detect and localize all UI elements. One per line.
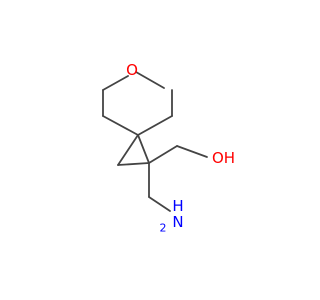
structure-canvas: O OH H N 2 — [102, 61, 236, 235]
bond-ch2-nh2 — [148, 196, 171, 212]
bond-ring-o-left — [102, 75, 129, 91]
bond-cyclopropane-spiro-c1 — [137, 134, 150, 164]
bond-ring-o-right — [135, 71, 165, 89]
molecule-diagram: O OH H N 2 — [102, 61, 235, 235]
amine-h-label: H — [172, 197, 183, 215]
amine-n-label: N — [172, 213, 183, 231]
hydroxyl-label: OH — [212, 149, 235, 167]
amine-h2-subscript: 2 — [160, 222, 167, 235]
bond-cyclopropane-c1-ch2 — [117, 162, 150, 166]
bond-ring-right-lower — [137, 115, 173, 136]
bond-ch2-oh — [176, 145, 208, 158]
bond-c1-ch2oh — [148, 145, 178, 164]
ring-oxygen-label: O — [126, 61, 138, 79]
bond-cyclopropane-ch2-spiro — [117, 134, 139, 166]
bond-ring-left-lower — [102, 115, 139, 136]
